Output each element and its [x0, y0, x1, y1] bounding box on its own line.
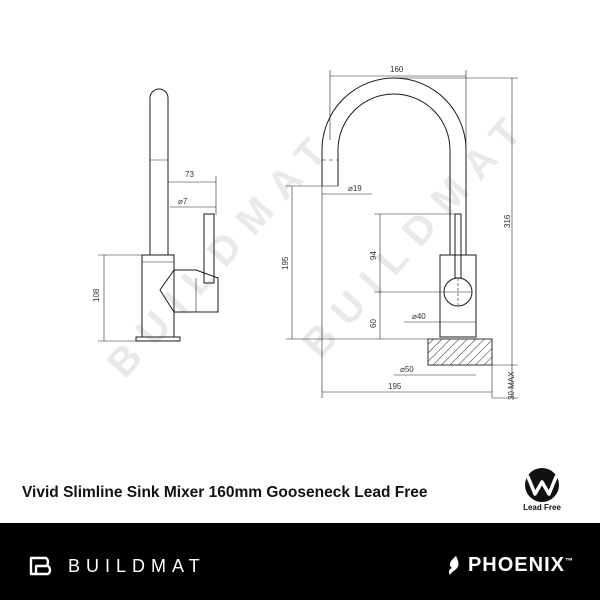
dim-spout-height: 195 — [281, 256, 290, 270]
dim-total-height: 316 — [503, 214, 512, 228]
footer-bar: BUILDMAT PHOENIX™ — [0, 523, 600, 600]
dim-base-height: 60 — [369, 319, 378, 328]
side-view: 73 ⌀7 108 — [92, 88, 219, 342]
front-spout-inner — [337, 93, 451, 255]
buildmat-wordmark: BUILDMAT — [68, 555, 206, 576]
product-title: Vivid Slimline Sink Mixer 160mm Goosenec… — [22, 484, 428, 501]
side-lever — [203, 213, 215, 284]
dim-spout-dia: ⌀19 — [348, 184, 362, 193]
dim-footprint: 195 — [388, 382, 402, 391]
front-lever — [454, 213, 462, 279]
phoenix-wordmark: PHOENIX™ — [468, 554, 574, 577]
buildmat-logo: BUILDMAT — [28, 553, 206, 579]
dim-lever-dia: ⌀7 — [178, 197, 188, 206]
dim-body-height: 108 — [92, 288, 101, 302]
side-spout — [149, 88, 169, 255]
watermark-logo-icon — [525, 468, 559, 502]
trademark-mark: ™ — [565, 555, 574, 565]
dim-base-dia: ⌀50 — [400, 365, 414, 374]
dim-reach: 160 — [390, 65, 404, 74]
dim-body-dia: ⌀40 — [412, 312, 426, 321]
dim-spout-reach: 73 — [185, 170, 194, 179]
buildmat-mark-icon — [29, 556, 52, 576]
dim-lever-height: 94 — [369, 251, 378, 260]
front-body — [439, 254, 477, 338]
lead-free-label: Lead Free — [523, 503, 561, 512]
bench-section — [427, 338, 493, 366]
side-base — [135, 336, 181, 342]
side-lever-housing — [159, 269, 219, 313]
technical-drawing: BUILDMAT BUILDMAT 73 ⌀7 108 — [92, 65, 539, 400]
front-view: 160 316 ⌀19 195 94 60 ⌀40 ⌀50 195 — [281, 65, 518, 400]
phoenix-flame-icon — [448, 556, 459, 575]
phoenix-wordmark-text: PHOENIX — [467, 553, 565, 576]
lead-free-badge: Lead Free — [510, 466, 574, 516]
dim-bench-max: 30 MAX — [507, 371, 516, 400]
phoenix-logo: PHOENIX™ — [446, 551, 574, 579]
